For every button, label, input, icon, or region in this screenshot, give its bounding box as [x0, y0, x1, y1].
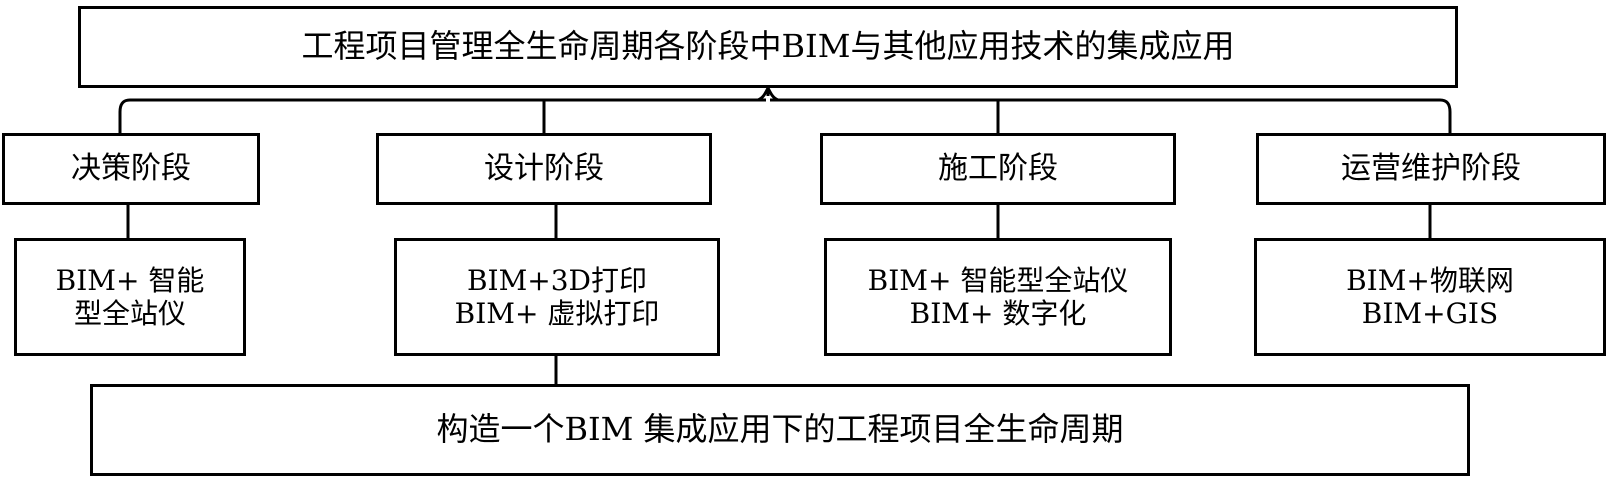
brace-connector-left-peak [757, 87, 770, 102]
tech-box-construction: BIM+ 智能型全站仪 BIM+ 数字化 [824, 238, 1172, 356]
outcome-box: 构造一个BIM 集成应用下的工程项目全生命周期 [90, 384, 1470, 476]
tech-line-operation-1: BIM+物联网 [1346, 263, 1514, 297]
tech-line-operation-2: BIM+GIS [1361, 297, 1499, 330]
phase-label-operation-maintenance: 运营维护阶段 [1341, 151, 1521, 187]
tech-line-construction-1: BIM+ 智能型全站仪 [867, 263, 1129, 297]
phase-box-decision: 决策阶段 [2, 133, 260, 205]
tech-line-construction-2: BIM+ 数字化 [909, 297, 1087, 330]
tech-line-decision-1: BIM+ 智能 [55, 263, 205, 297]
tech-box-operation-maintenance: BIM+物联网 BIM+GIS [1254, 238, 1606, 356]
title-box: 工程项目管理全生命周期各阶段中BIM与其他应用技术的集成应用 [78, 6, 1458, 88]
tech-box-decision: BIM+ 智能 型全站仪 [14, 238, 246, 356]
phase-box-construction: 施工阶段 [820, 133, 1176, 205]
tech-box-design: BIM+3D打印 BIM+ 虚拟打印 [394, 238, 720, 356]
tech-line-decision-2: 型全站仪 [73, 297, 186, 330]
bus-drop-left [118, 98, 131, 133]
outcome-box-label: 构造一个BIM 集成应用下的工程项目全生命周期 [436, 410, 1124, 449]
phase-box-operation-maintenance: 运营维护阶段 [1256, 133, 1606, 205]
phase-label-design: 设计阶段 [484, 151, 604, 187]
brace-connector-right-peak [766, 87, 779, 102]
phase-label-construction: 施工阶段 [938, 151, 1058, 187]
tech-line-design-1: BIM+3D打印 [466, 263, 648, 297]
tech-line-design-2: BIM+ 虚拟打印 [454, 297, 660, 330]
phase-label-decision: 决策阶段 [71, 151, 191, 187]
phase-box-design: 设计阶段 [376, 133, 712, 205]
bus-drop-right [1439, 98, 1452, 133]
title-box-label: 工程项目管理全生命周期各阶段中BIM与其他应用技术的集成应用 [301, 27, 1235, 66]
